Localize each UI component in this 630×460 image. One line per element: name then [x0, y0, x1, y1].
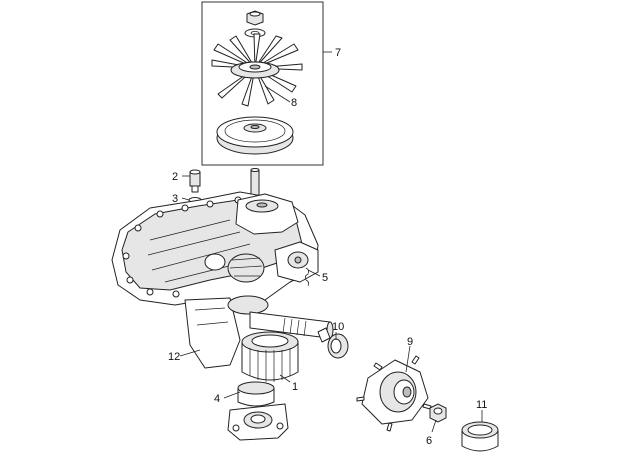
housing-bolts	[122, 196, 242, 298]
callout-12: 12	[168, 351, 180, 363]
drive-pulley	[216, 116, 294, 155]
callout-6: 6	[426, 435, 432, 447]
fan-nut	[246, 10, 264, 26]
hub-nut	[429, 403, 447, 423]
callout-11: 11	[476, 399, 487, 411]
vent-fitting	[189, 169, 201, 193]
callout-5: 5	[322, 272, 328, 284]
axle-seal	[317, 327, 349, 359]
leader-lines	[179, 51, 483, 433]
callout-8: 8	[291, 97, 297, 109]
fan-pulley-inset	[201, 1, 324, 166]
hub-cap	[461, 421, 499, 452]
oil-filter	[241, 331, 299, 382]
wheel-hub	[356, 355, 432, 432]
cooling-fan	[211, 33, 303, 107]
hub-studs	[356, 355, 432, 432]
callout-2: 2	[172, 171, 178, 183]
callout-9: 9	[407, 336, 413, 348]
control-arm-assembly	[274, 241, 319, 287]
callout-10: 10	[332, 321, 344, 333]
callout-4: 4	[214, 393, 220, 405]
transaxle-housing	[111, 191, 319, 369]
callout-1: 1	[292, 381, 298, 393]
filter-adapter	[227, 381, 289, 441]
callout-labels: 7 8 2 3 5 10 12 1 4 9 6 11	[168, 47, 487, 447]
callout-7: 7	[335, 47, 341, 59]
callout-3: 3	[172, 193, 178, 205]
internal-gears	[204, 253, 265, 283]
